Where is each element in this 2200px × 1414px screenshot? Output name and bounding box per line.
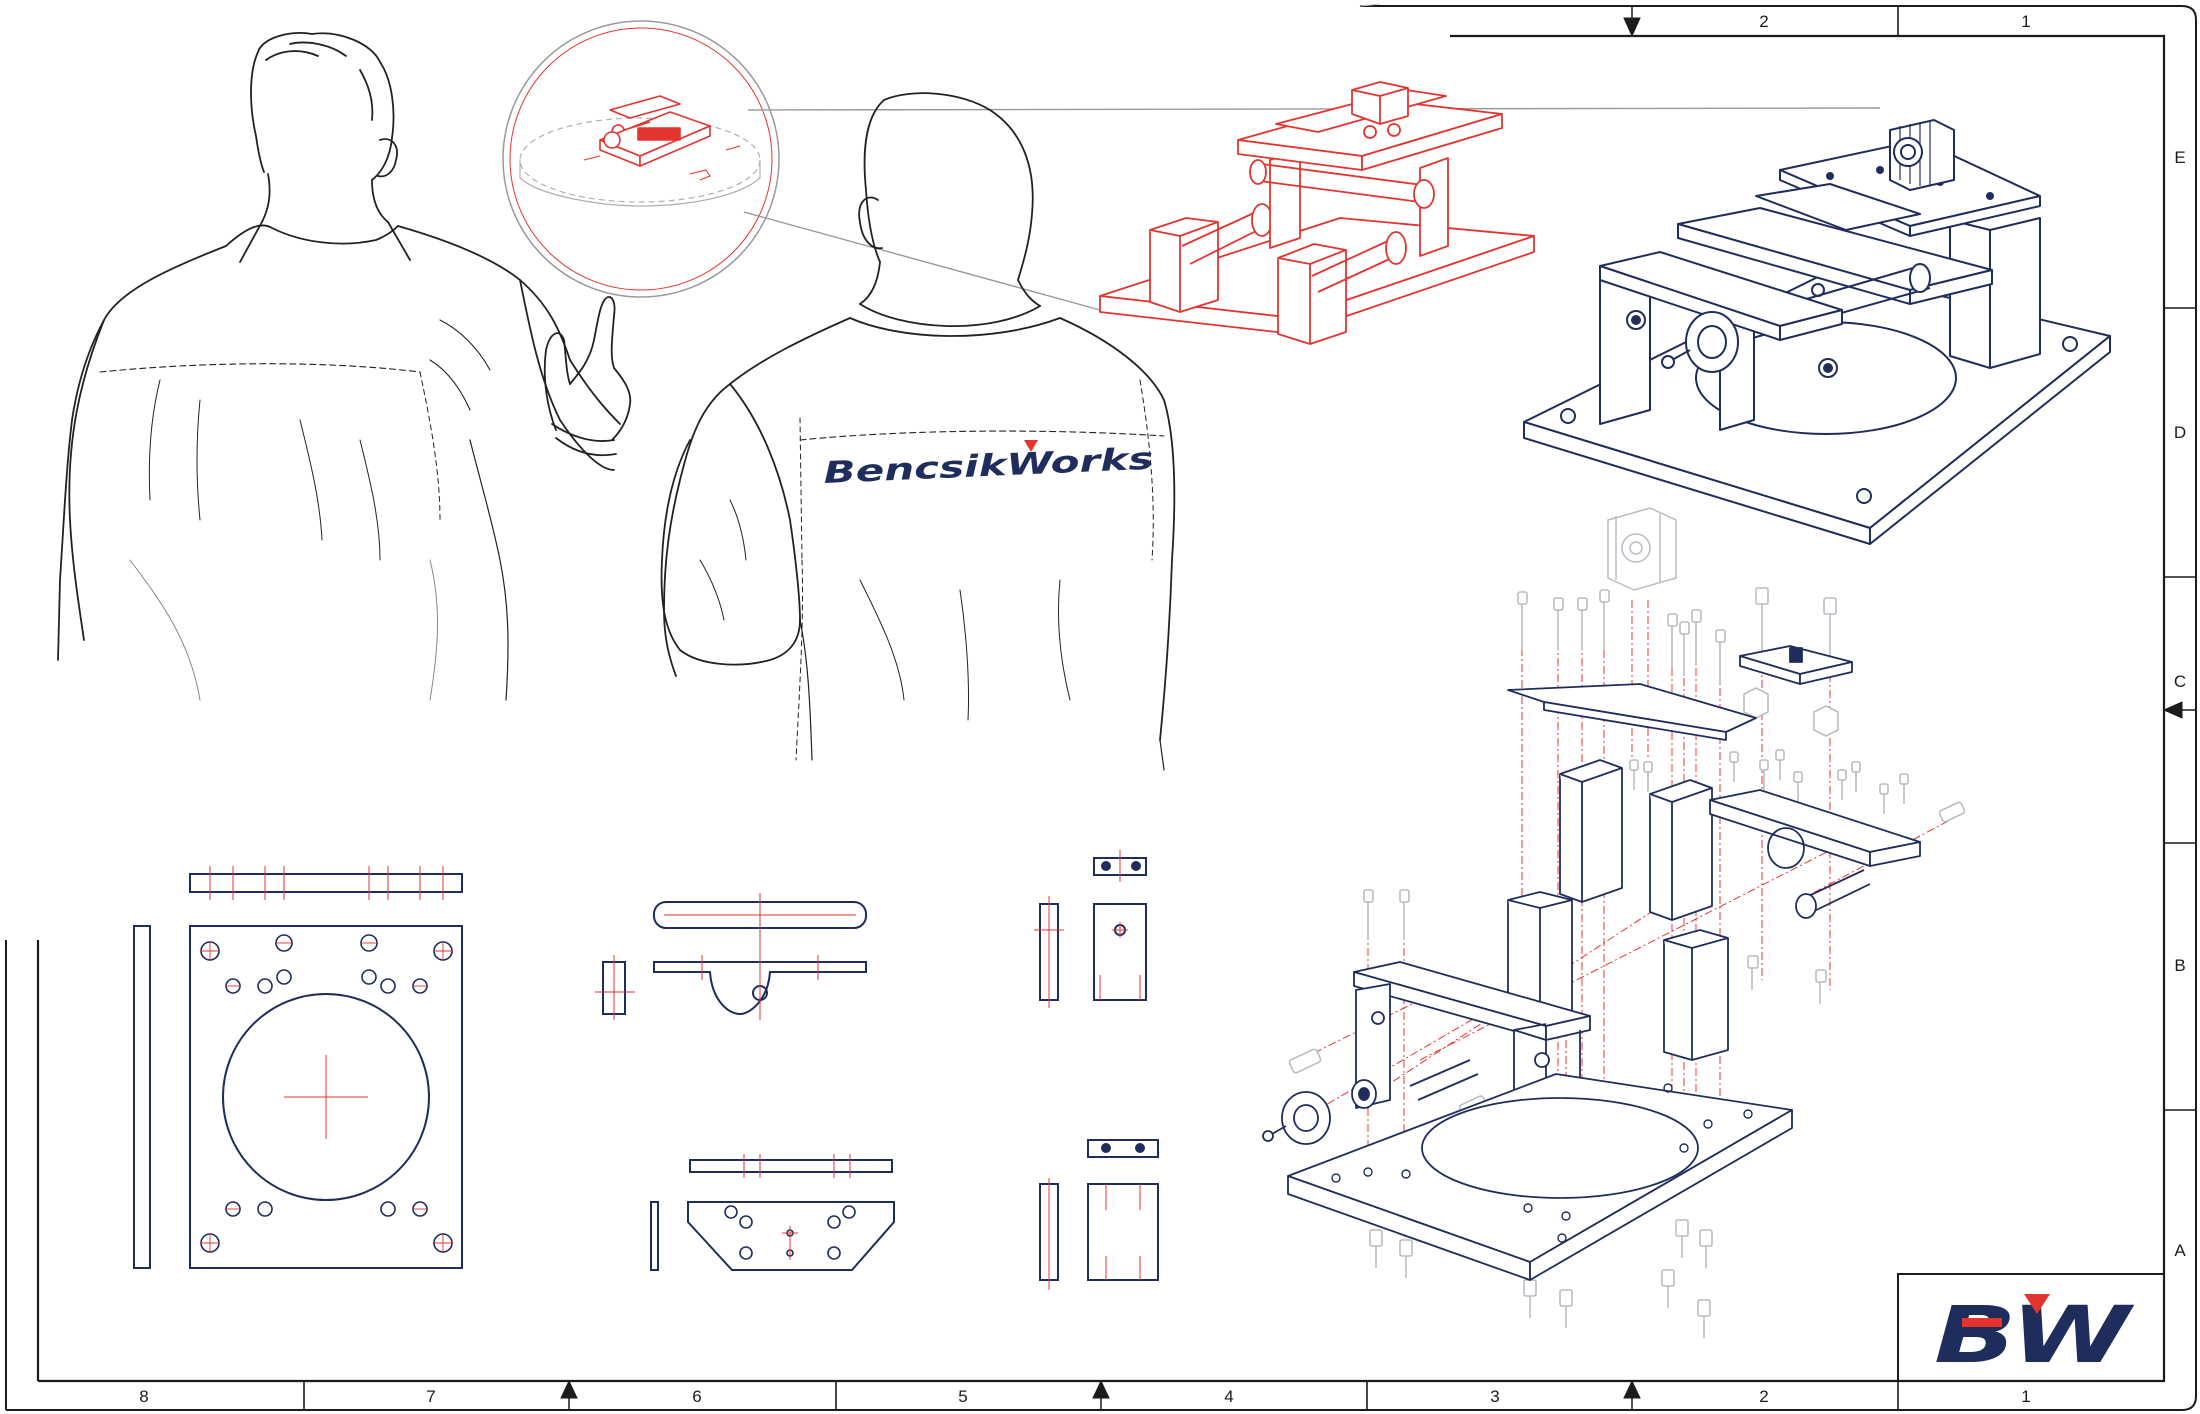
- bottom-column-label: 4: [1224, 1387, 1233, 1406]
- title-block-logo: BW: [1934, 1291, 2135, 1381]
- assembled-jig-isometric: [1523, 119, 2111, 545]
- bottom-column-label: 8: [139, 1387, 148, 1406]
- right-row-label: A: [2174, 1241, 2186, 1260]
- bottom-column-label: 1: [2021, 1387, 2030, 1406]
- triangle-arrow-icon: [1623, 6, 1641, 38]
- bottom-column-label: 5: [958, 1387, 967, 1406]
- zone-labels: 2 1 8 7 6 5 4 3 2 1 E D C B A: [139, 12, 2186, 1406]
- right-row-label: B: [2174, 956, 2185, 975]
- triangle-arrow-icon: [2162, 701, 2196, 719]
- right-row-label: D: [2174, 423, 2186, 442]
- engineer-right-illustration: [660, 92, 1176, 771]
- jacket-logo: BencsikWorks: [823, 440, 1154, 491]
- block-orthographic-views: [1039, 857, 1159, 1281]
- exploded-view: [1262, 507, 1966, 1338]
- jacket-logo-text: BencsikWorks: [823, 442, 1154, 491]
- bottom-column-label: 7: [426, 1387, 435, 1406]
- engineer-left-illustration: [57, 32, 632, 701]
- base-plate-centerlines: [200, 866, 453, 1253]
- triangle-arrow-icon: [1092, 1379, 1110, 1410]
- cross-bar-centerlines: [595, 893, 856, 1260]
- top-column-label: 2: [1759, 12, 1768, 31]
- top-column-label: 1: [2021, 12, 2030, 31]
- block-centerlines: [1034, 850, 1141, 1290]
- right-row-label: E: [2174, 148, 2185, 167]
- concept-sketch-jig: [1099, 81, 1535, 345]
- bottom-column-label: 3: [1490, 1387, 1499, 1406]
- triangle-arrow-icon: [560, 1379, 578, 1410]
- magnifier-callout: [502, 20, 1881, 311]
- bottom-column-label: 6: [692, 1387, 701, 1406]
- zone-arrows: [560, 6, 2196, 1410]
- exploded-parts: [1262, 645, 1921, 1281]
- base-plate-orthographic-views: [133, 873, 463, 1269]
- right-row-label: C: [2174, 672, 2186, 691]
- cross-bar-orthographic-views: [602, 901, 895, 1271]
- bottom-column-label: 2: [1759, 1387, 1768, 1406]
- triangle-arrow-icon: [1623, 1379, 1641, 1410]
